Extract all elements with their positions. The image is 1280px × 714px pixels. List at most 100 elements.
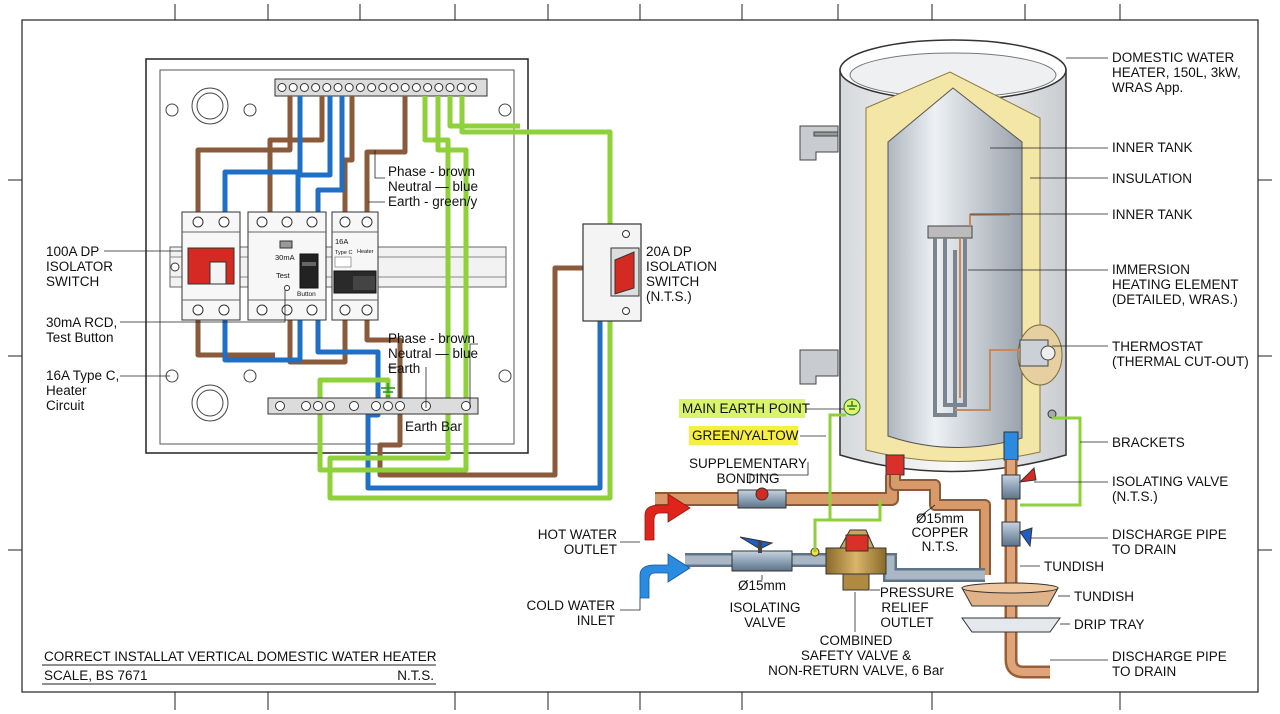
label-main-earth: MAIN EARTH POINT bbox=[682, 401, 810, 416]
mcb-16a: 16A Type C Heater bbox=[331, 211, 379, 321]
terminal-screw-icon bbox=[355, 83, 365, 92]
label-green-yellow: GREEN/YALTOW bbox=[692, 428, 799, 443]
rcd-toggle bbox=[299, 253, 319, 289]
neutral-terminal-bar bbox=[274, 78, 488, 97]
terminal-screw-icon bbox=[344, 83, 354, 92]
label-tundish: TUNDISH bbox=[1044, 559, 1104, 574]
plumbing-labels: MAIN EARTH POINT GREEN/YALTOW SUPPLEMENT… bbox=[526, 399, 969, 678]
terminal-screw-icon bbox=[400, 83, 410, 92]
label-thermostat: THERMOSTAT(THERMAL CUT-OUT) bbox=[1112, 339, 1249, 369]
neutral-wire bbox=[295, 96, 333, 212]
main-earth-highlight bbox=[679, 399, 805, 418]
terminal-screw-icon bbox=[389, 83, 399, 92]
rcd-30ma: 30mA Test Button bbox=[247, 211, 327, 321]
terminal-screw-icon bbox=[371, 401, 381, 411]
mcb-heater-text: Heater bbox=[357, 249, 374, 255]
neutral-wire bbox=[315, 320, 603, 491]
tundish bbox=[961, 582, 1059, 607]
label-earth-bar: Earth Bar bbox=[405, 419, 463, 434]
label-isolating-valve-right: ISOLATING VALVE(N.T.S.) bbox=[1112, 474, 1228, 504]
label-insulation: INSULATION bbox=[1112, 171, 1192, 186]
terminal-screw-icon bbox=[378, 83, 388, 92]
terminal-screw-icon bbox=[325, 401, 335, 411]
terminal-screw-icon bbox=[456, 83, 466, 92]
terminal-screw-icon bbox=[367, 83, 377, 92]
label-inner-tank: INNER TANK bbox=[1112, 140, 1193, 155]
terminal-screw-icon bbox=[461, 401, 471, 411]
green-yellow-highlight bbox=[689, 426, 798, 445]
hot-isolating-valve[interactable] bbox=[737, 487, 787, 509]
phase-wire bbox=[364, 96, 408, 212]
isolator-switch-100a bbox=[170, 211, 241, 321]
phase-wire bbox=[364, 265, 583, 478]
hot-flow-arrow-icon bbox=[644, 493, 691, 541]
label-drip-tray: DRIP TRAY bbox=[1074, 617, 1145, 632]
drawing-scale: SCALE, BS 7671 bbox=[44, 668, 148, 683]
cable-knockouts bbox=[165, 87, 512, 422]
terminal-screw-icon bbox=[434, 83, 444, 92]
terminal-screw-icon bbox=[423, 83, 433, 92]
mcb-type-text: Type C bbox=[335, 250, 352, 256]
terminal-screw-icon bbox=[395, 401, 405, 411]
terminal-screw-icon bbox=[299, 83, 309, 92]
drip-tray bbox=[961, 617, 1061, 633]
phase-wire bbox=[267, 96, 325, 212]
terminal-screw-icon bbox=[313, 401, 323, 411]
thermostat bbox=[955, 324, 1063, 411]
phase-wire bbox=[342, 96, 355, 212]
rcd-rating-text: 30mA bbox=[275, 253, 295, 262]
phase-wire bbox=[287, 320, 348, 365]
title-block: CORRECT INSTALLAT VERTICAL DOMESTIC WATE… bbox=[42, 649, 437, 685]
cu-leaders bbox=[104, 150, 640, 408]
terminal-screw-icon bbox=[277, 83, 287, 92]
main-earth-icon bbox=[843, 398, 861, 416]
internal-wiring bbox=[195, 96, 613, 501]
terminal-screw-icon bbox=[445, 83, 455, 92]
rcd-test-text: Test bbox=[276, 271, 291, 280]
label-tundish-2: TUNDISH bbox=[1074, 589, 1134, 604]
terminal-screw-icon bbox=[288, 83, 298, 92]
earth-wire bbox=[447, 96, 520, 129]
cold-isolating-valve[interactable] bbox=[731, 536, 793, 572]
heater-leaders bbox=[620, 57, 1108, 661]
drawing-title: CORRECT INSTALLAT VERTICAL DOMESTIC WATE… bbox=[44, 649, 437, 664]
combined-safety-valve bbox=[825, 529, 887, 591]
terminal-screw-icon bbox=[349, 401, 359, 411]
wall-bracket bbox=[799, 125, 839, 385]
terminal-screw-icon bbox=[333, 83, 343, 92]
terminal-screw-icon bbox=[467, 83, 477, 92]
bracket-earth-wire bbox=[1020, 416, 1082, 507]
isolation-switch-20a bbox=[582, 223, 642, 322]
supplementary-bonding-wire bbox=[813, 518, 835, 552]
cold-flow-arrow-icon bbox=[639, 553, 691, 599]
label-brackets: BRACKETS bbox=[1112, 435, 1185, 450]
label-inner-tank-2: INNER TANK bbox=[1112, 207, 1193, 222]
isolation-switch-rocker[interactable] bbox=[614, 251, 635, 295]
earth-symbol-icon bbox=[381, 383, 395, 397]
rcd-button-text: Button bbox=[297, 291, 316, 298]
drawing-frame bbox=[8, 4, 1272, 710]
terminal-screw-icon bbox=[301, 401, 311, 411]
consumer-unit: 30mA Test Button 16A Type C Heater bbox=[145, 58, 613, 501]
terminal-screw-icon bbox=[311, 83, 321, 92]
right-isolating-valve[interactable] bbox=[1001, 466, 1037, 548]
rcd-test-button[interactable] bbox=[284, 285, 290, 291]
drawing-nts: N.T.S. bbox=[397, 668, 434, 683]
